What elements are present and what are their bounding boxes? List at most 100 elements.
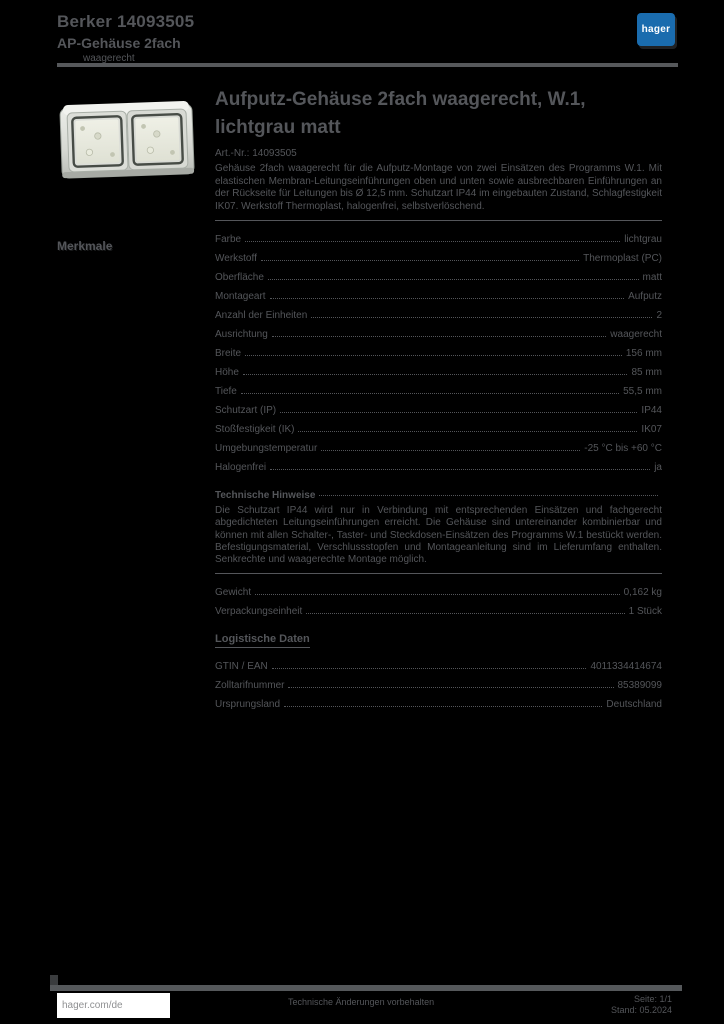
dotted-leader [311,317,653,319]
spec-row: Werkstoff Thermoplast (PC) [215,247,662,266]
spec-row: Anzahl der Einheiten 2 [215,304,662,323]
header-title-line2: AP-Gehäuse 2fach [57,35,181,51]
spec-label: Höhe [215,367,239,379]
spec-value: 156 mm [625,348,662,360]
spec-label: Umgebungstemperatur [215,443,318,455]
spec-row: Montageart Aufputz [215,285,662,304]
spec-value: Thermoplast (PC) [583,253,662,265]
dotted-leader [321,450,581,452]
spec-label: Schutzart (IP) [215,405,277,417]
spec-label: Ursprungsland [215,699,281,711]
spec-label: Zolltarifnummer [215,680,285,692]
spec-value: 0,162 kg [623,587,662,599]
hager-logo-icon: hager [637,13,675,46]
spec-row: Höhe 85 mm [215,361,662,380]
spec-label: Halogenfrei [215,462,267,474]
spec-label: Werkstoff [215,253,257,265]
spec-label: Verpackungseinheit [215,606,303,618]
footer-date: Stand: 05.2024 [610,1005,672,1015]
spec-label: Stoßfestigkeit (IK) [215,424,295,436]
spec-value: 55,5 mm [623,386,662,398]
dotted-leader [306,613,625,615]
logistics-heading: Logistische Daten [215,633,310,649]
dotted-leader [240,393,620,395]
spec-value: Deutschland [606,699,662,711]
spec-row: Tiefe 55,5 mm [215,380,662,399]
dotted-leader [284,706,603,708]
spec-value: 2 [656,310,662,322]
spec-row: Ursprungsland Deutschland [215,693,662,712]
spec-value: 1 Stück [628,606,662,618]
dotted-leader [245,241,621,243]
spec-value: ja [654,462,662,474]
spec-row: Breite 156 mm [215,342,662,361]
spec-value: -25 °C bis +60 °C [584,443,662,455]
header-title-block: Berker 14093505 AP-Gehäuse 2fach waagere… [57,12,477,64]
header-rule [57,63,678,67]
spec-row: Stoßfestigkeit (IK) IK07 [215,418,662,437]
spec-label: Montageart [215,291,266,303]
footer-page-info: Seite: 1/1 Stand: 05.2024 [592,994,672,1016]
header-title-line1: Berker 14093505 [57,12,195,31]
spec-row: Gewicht 0,162 kg [215,581,662,600]
spec-value: 85 mm [631,367,662,379]
notes-heading-row: Technische Hinweise [215,483,662,501]
spec-label: Tiefe [215,386,237,398]
product-description: Gehäuse 2fach waagerecht für die Aufputz… [215,163,662,212]
spec-value: 4011334414674 [590,661,662,673]
spec-label: Ausrichtung [215,329,268,341]
product-image [58,94,196,180]
dotted-leader [245,355,622,357]
dotted-leader [319,495,658,497]
sidebar-section-label: Merkmale [57,239,113,253]
dotted-leader [267,279,639,281]
article-number: Art.-Nr.: 14093505 [215,148,297,160]
spec-row: Halogenfrei ja [215,456,662,475]
footer-note: Technische Änderungen vorbehalten [288,997,435,1007]
spec-label: GTIN / EAN [215,661,268,673]
footer-page-number: Seite: 1/1 [633,994,672,1004]
dotted-leader [271,668,587,670]
notes-text: Die Schutzart IP44 wird nur in Verbindun… [215,505,662,565]
extra-table: Gewicht 0,162 kg Verpackungseinheit 1 Stüc… [215,581,662,619]
dotted-leader [280,412,638,414]
spec-row: Verpackungseinheit 1 Stück [215,600,662,619]
section-divider [215,220,662,222]
spec-label: Gewicht [215,587,252,599]
spec-table: Farbe lichtgrau Werkstoff Thermoplast (PC)… [215,228,662,475]
spec-label: Breite [215,348,242,360]
spec-value: Aufputz [628,291,662,303]
product-title: Aufputz-Gehäuse 2fach waagerecht, W.1, l… [215,89,586,138]
spec-value: lichtgrau [624,234,662,246]
dotted-leader [271,336,607,338]
footer-website-link[interactable]: hager.com/de [62,1000,123,1011]
dotted-leader [260,260,580,262]
footer-website-box[interactable]: hager.com/de [57,993,170,1018]
dotted-leader [270,469,651,471]
spec-label: Oberfläche [215,272,264,284]
spec-value: IP44 [641,405,662,417]
spec-row: Umgebungstemperatur -25 °C bis +60 °C [215,437,662,456]
dotted-leader [298,431,638,433]
spec-value: waagerecht [610,329,662,341]
spec-row: Ausrichtung waagerecht [215,323,662,342]
footer-rule [50,985,682,991]
notes-heading: Technische Hinweise [215,490,316,502]
spec-row: Schutzart (IP) IP44 [215,399,662,418]
section-divider [215,573,662,575]
dotted-leader [255,594,620,596]
spec-label: Anzahl der Einheiten [215,310,308,322]
spec-row: GTIN / EAN 4011334414674 [215,655,662,674]
spec-row: Farbe lichtgrau [215,228,662,247]
spec-label: Farbe [215,234,242,246]
footer-tick [50,975,58,985]
hager-logo-text: hager [641,24,671,35]
dotted-leader [269,298,625,300]
header-title-line3: waagerecht [83,53,135,64]
spec-value: IK07 [641,424,662,436]
product-details-column: Aufputz-Gehäuse 2fach waagerecht, W.1, l… [215,86,662,712]
